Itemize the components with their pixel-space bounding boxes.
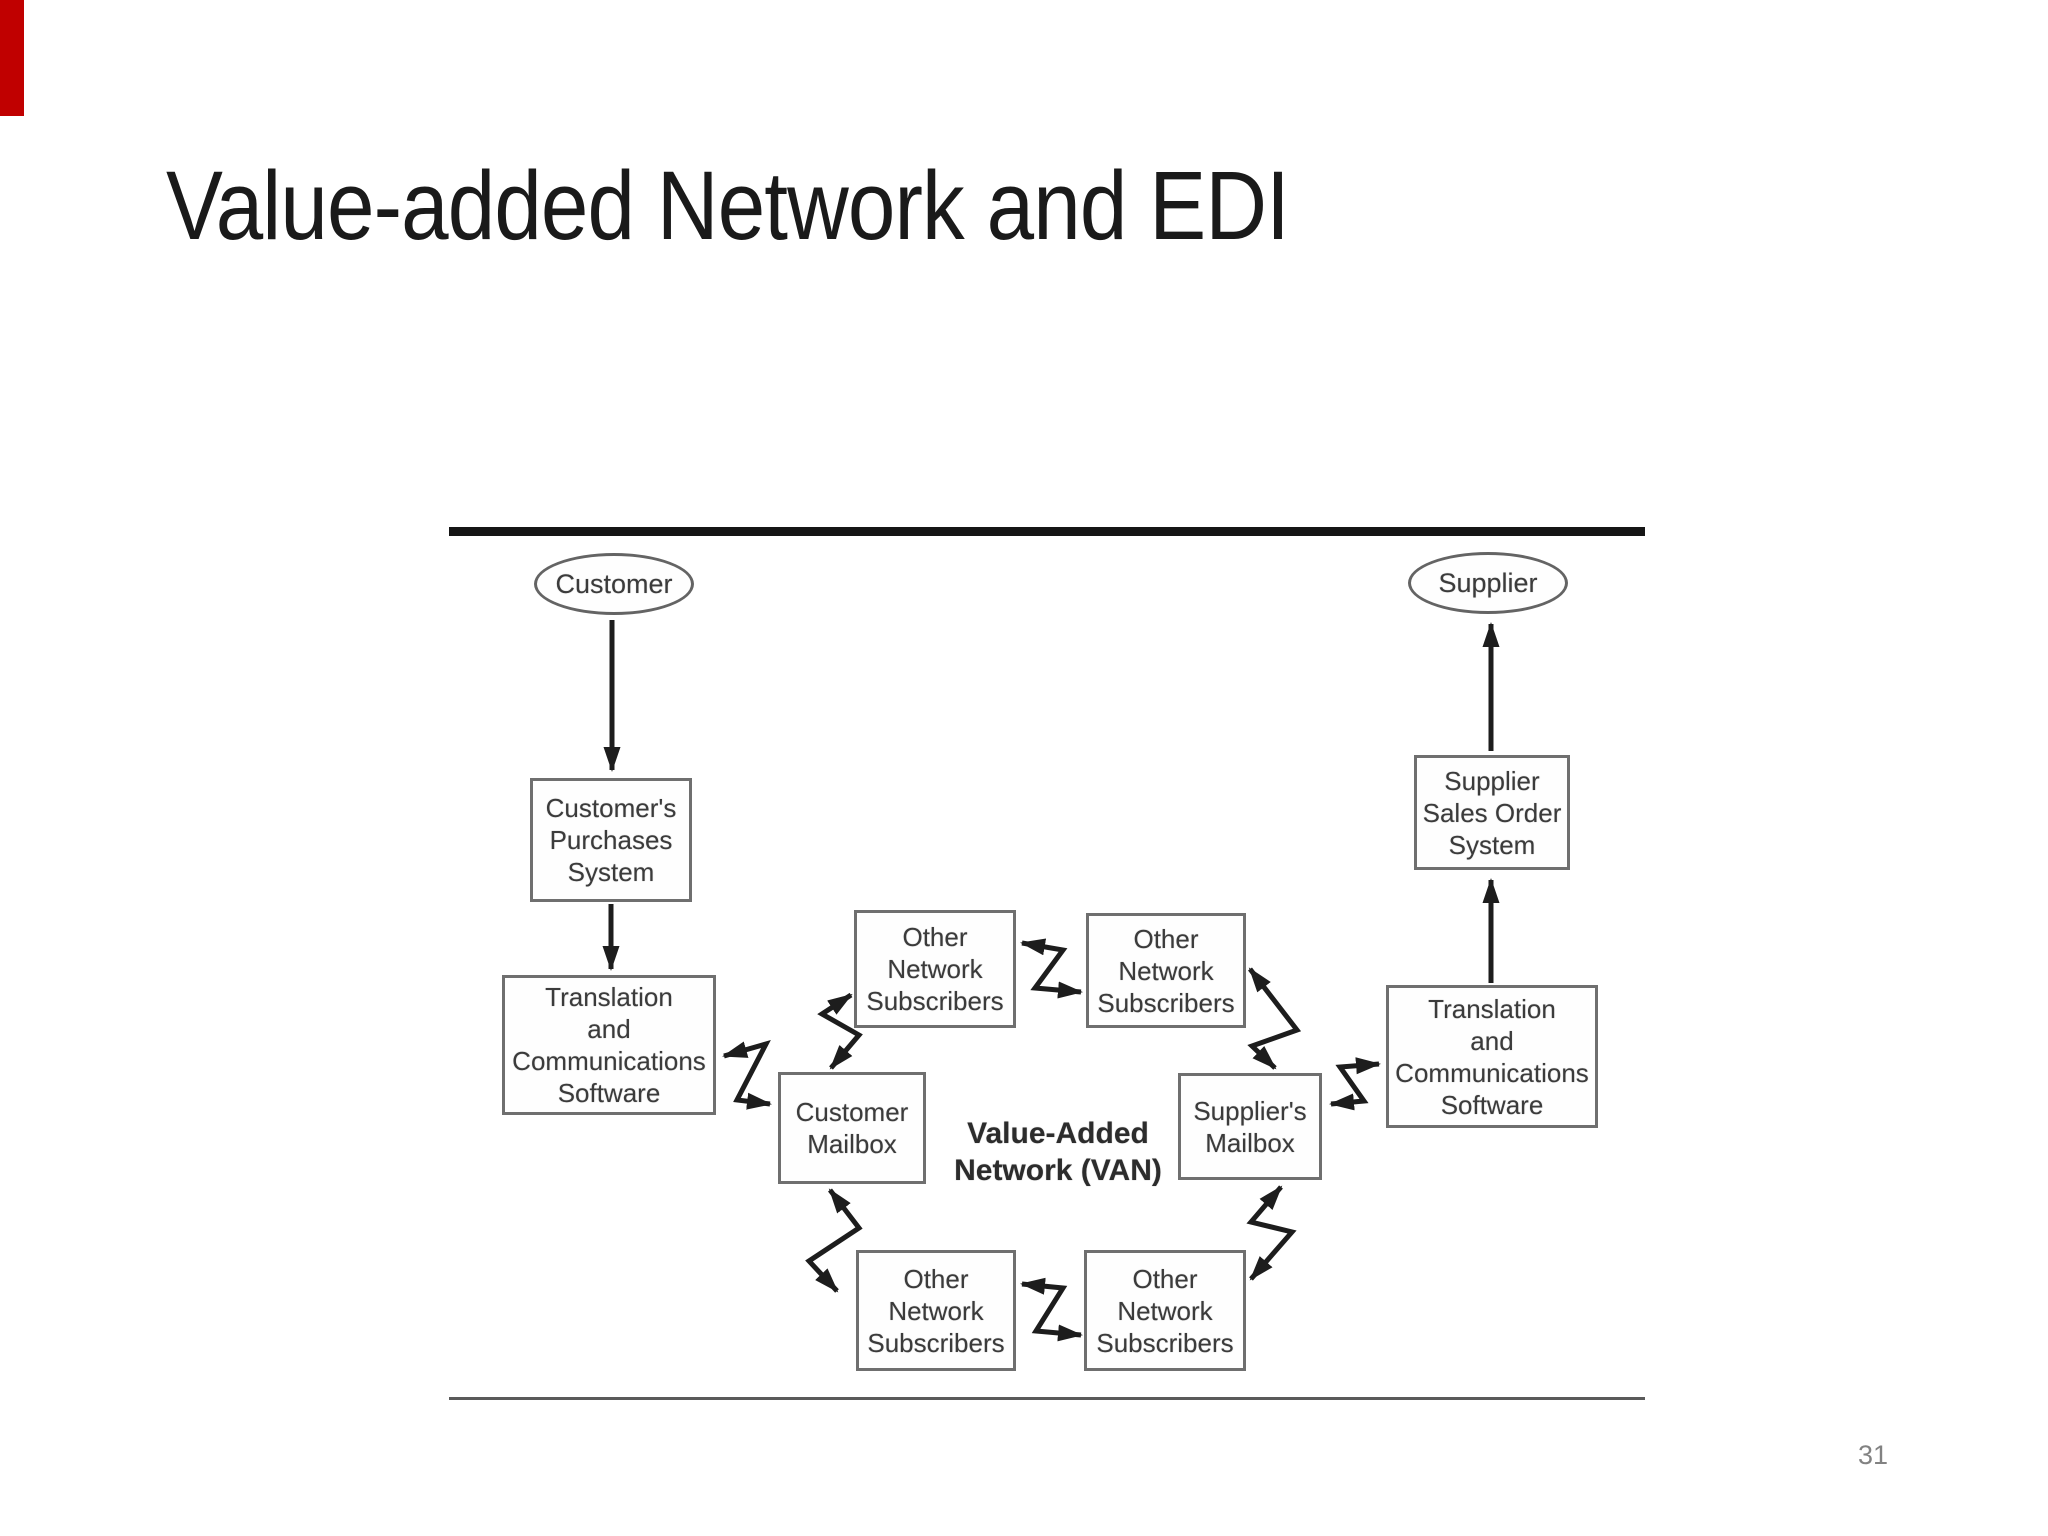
node-translation-software-left: Translation and Communications Software xyxy=(502,975,716,1115)
zigzag-subscribers-bottom-pair xyxy=(1020,1277,1083,1342)
node-other-subscribers-top-right: Other Network Subscribers xyxy=(1086,913,1246,1028)
node-customer-purchases-system: Customer's Purchases System xyxy=(530,778,692,902)
accent-bar xyxy=(0,0,24,116)
zigzag-subscribers-top-pair xyxy=(1020,938,1083,999)
zigzag-supplier-mailbox-subscribers-br xyxy=(1246,1185,1297,1281)
node-other-subscribers-bottom-right: Other Network Subscribers xyxy=(1084,1250,1246,1371)
node-customer-mailbox: Customer Mailbox xyxy=(778,1072,926,1184)
zigzag-subscribers-tr-supplier-mailbox xyxy=(1247,967,1302,1070)
zigzag-customer-mailbox-subscribers-bl xyxy=(805,1188,863,1293)
node-other-subscribers-bottom-left: Other Network Subscribers xyxy=(856,1250,1016,1371)
zigzag-customer-mailbox-subscribers-tl xyxy=(817,992,863,1070)
node-translation-software-right: Translation and Communications Software xyxy=(1386,985,1598,1128)
node-supplier: Supplier xyxy=(1408,552,1568,614)
node-other-subscribers-top-left: Other Network Subscribers xyxy=(854,910,1016,1028)
page-number: 31 xyxy=(1858,1440,1889,1470)
diagram-top-rule xyxy=(449,527,1645,536)
node-supplier-mailbox: Supplier's Mailbox xyxy=(1178,1073,1322,1180)
zigzag-translation-customer-mailbox xyxy=(722,1040,772,1110)
zigzag-supplier-mailbox-translation xyxy=(1329,1057,1381,1111)
page-title: Value-added Network and EDI xyxy=(166,151,1290,260)
node-supplier-sales-order-system: Supplier Sales Order System xyxy=(1414,755,1570,870)
diagram-bottom-rule xyxy=(449,1397,1645,1400)
node-customer: Customer xyxy=(534,553,694,615)
van-network-label: Value-Added Network (VAN) xyxy=(954,1117,1162,1187)
